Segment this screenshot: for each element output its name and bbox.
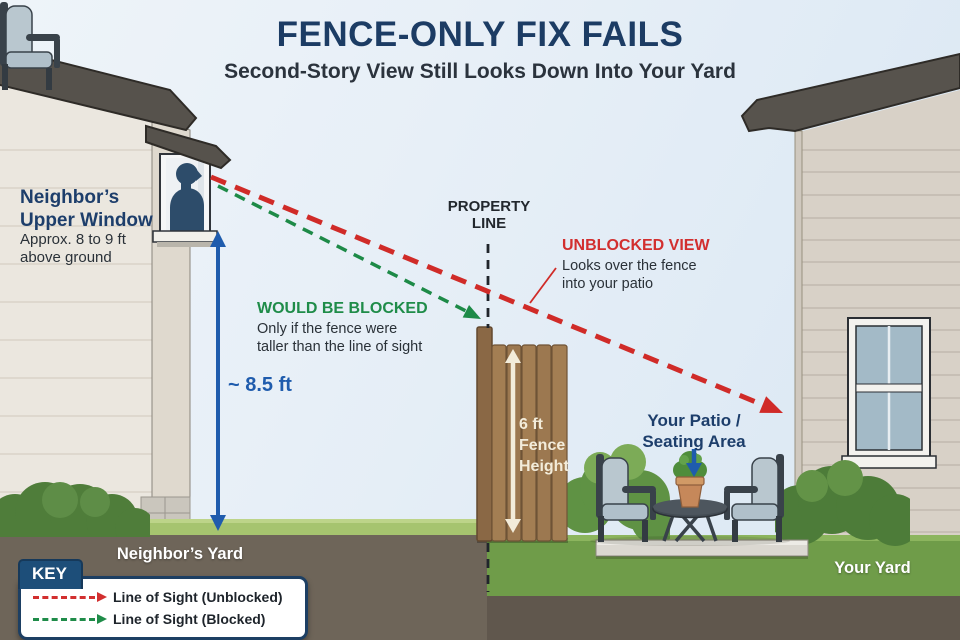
- unblocked-sub-line2: into your patio: [562, 275, 654, 292]
- neighbor-house-wall: [0, 80, 152, 528]
- house-height-label: ~ 8.5 ft: [228, 374, 292, 396]
- your-dirt: [487, 596, 960, 640]
- blocked-sub-line2: taller than the line of sight: [257, 338, 423, 355]
- unblocked-view-sub: Looks over the fence into your patio: [562, 258, 697, 293]
- patio-slab-highlight: [597, 541, 807, 545]
- your-house: [740, 52, 960, 546]
- left-bush: [0, 482, 150, 537]
- unblocked-sight-line: [210, 174, 783, 413]
- person-silhouette: [170, 163, 204, 232]
- key-row-unblocked: Line of Sight (Unblocked): [33, 586, 295, 608]
- unblocked-line-swatch-icon: [33, 591, 107, 602]
- page-subtitle: Second-Story View Still Looks Down Into …: [224, 60, 736, 83]
- your-house-window: [841, 317, 937, 469]
- neighbor-window-label-line2: Upper Window: [20, 210, 153, 232]
- key-row-blocked: Line of Sight (Blocked): [33, 608, 295, 630]
- fence-height-line1: 6 ft: [519, 416, 543, 433]
- window-sill-shadow: [157, 242, 213, 247]
- your-house-roof: [740, 52, 960, 133]
- potted-plant: [673, 451, 707, 508]
- blocked-sub-line1: Only if the fence were: [257, 321, 398, 337]
- neighbor-window-sublabel: Approx. 8 to 9 ft above ground: [20, 231, 126, 268]
- neighbor-window-sub-line2: above ground: [20, 249, 112, 267]
- blocked-sight-line: [217, 184, 481, 319]
- page-title: FENCE-ONLY FIX FAILS: [276, 15, 684, 54]
- blue-measure-arrow: [210, 231, 226, 531]
- fence-post: [476, 326, 493, 542]
- fence-height-line2: Fence: [519, 436, 566, 454]
- window-glass-edge: [198, 158, 204, 232]
- blocked-line-swatch-icon: [33, 613, 107, 624]
- furniture-shadow: [590, 536, 790, 546]
- your-yard-label: Your Yard: [834, 559, 911, 577]
- fence: [476, 326, 568, 543]
- patio-chair: [0, 2, 60, 90]
- property-line-label: PROPERTY LINE: [437, 198, 541, 233]
- window-bay-roof: [145, 124, 232, 170]
- fence-boards: [491, 344, 568, 542]
- neighbor-window-label-line1: Neighbor’s: [20, 187, 120, 208]
- key-tab: KEY: [18, 559, 83, 589]
- right-bush: [775, 460, 910, 546]
- window-sill: [152, 230, 218, 243]
- patio-pointer-arrow: [686, 449, 702, 477]
- your-grass-highlight: [487, 535, 960, 541]
- neighbor-house: [0, 45, 232, 531]
- your-house-siding: [795, 149, 960, 533]
- neighbor-yard-label: Neighbor’s Yard: [116, 545, 244, 563]
- fence-height-line3: Height: [519, 457, 569, 475]
- would-be-blocked-sub: Only if the fence were taller than the l…: [257, 321, 422, 356]
- neighbor-grass-highlight: [0, 519, 487, 523]
- key-label-blocked: Line of Sight (Blocked): [113, 611, 266, 627]
- key-label-unblocked: Line of Sight (Unblocked): [113, 589, 283, 605]
- patio-label-line1: Your Patio /: [647, 411, 741, 430]
- patio-label-line2: Seating Area: [642, 432, 746, 452]
- would-be-blocked-title: WOULD BE BLOCKED: [257, 300, 428, 317]
- patio-label: Your Patio / Seating Area: [628, 410, 760, 453]
- neighbor-window-sub-line1: Approx. 8 to 9 ft: [20, 231, 126, 248]
- fence-height-label: 6 ft Fence Height: [519, 415, 581, 477]
- key-legend: Line of Sight (Unblocked) Line of Sight …: [18, 576, 308, 640]
- property-line-label-line1: PROPERTY: [447, 198, 531, 215]
- patio-slab-shadow: [596, 556, 808, 559]
- neighbor-window-label: Neighbor’s Upper Window: [20, 186, 153, 232]
- unblocked-sub-line1: Looks over the fence: [562, 258, 697, 274]
- unblocked-callout-line: [529, 267, 557, 304]
- fence-height-arrow: [505, 349, 521, 533]
- unblocked-view-title: UNBLOCKED VIEW: [562, 237, 710, 254]
- property-line-label-line2: LINE: [471, 215, 507, 233]
